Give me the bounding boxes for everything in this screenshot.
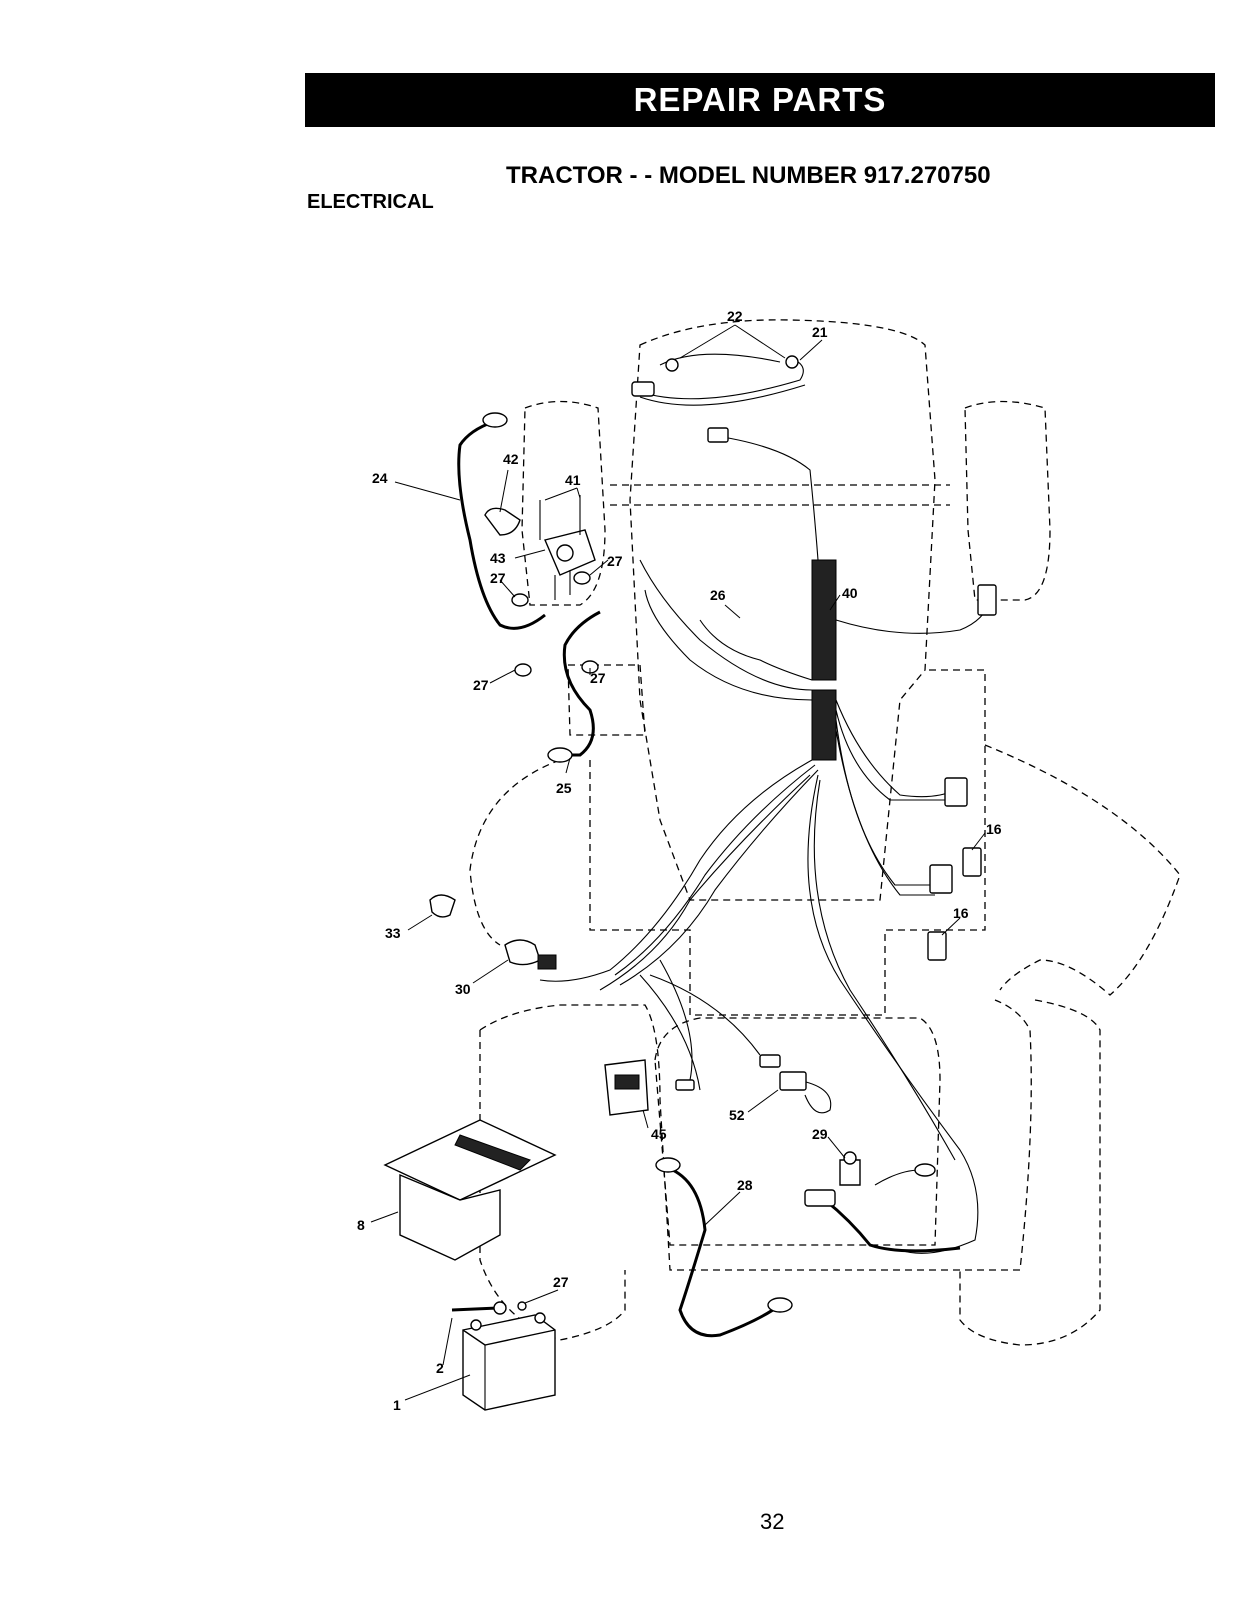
fender-right-outline (985, 745, 1180, 995)
solenoid-boot (485, 508, 520, 535)
cable-28-ring-lower (768, 1298, 792, 1312)
callout-28: 28 (737, 1177, 753, 1193)
hood-outline (630, 320, 935, 900)
callout-16-upper: 16 (986, 821, 1002, 837)
harness-sleeve-upper (812, 560, 836, 680)
fuse-block-face (615, 1075, 639, 1089)
callout-2: 2 (436, 1360, 444, 1376)
battery-tray-8 (385, 1120, 555, 1260)
callout-25: 25 (556, 780, 572, 796)
solenoid-terminal (557, 545, 573, 561)
callout-16-lower: 16 (953, 905, 969, 921)
cable-24-ring-terminal (483, 413, 507, 427)
callout-43: 43 (490, 550, 506, 566)
seat-switch-assembly (805, 1152, 960, 1251)
harness-connector-16-lower (930, 865, 952, 893)
callout-29: 29 (812, 1126, 828, 1142)
seat-outline (655, 1018, 940, 1245)
callout-1: 1 (393, 1397, 401, 1413)
callout-45: 45 (651, 1126, 667, 1142)
frame-outline (590, 670, 985, 1015)
headlight-bulb-right (786, 356, 798, 368)
front-left-wheel-outline (522, 402, 605, 606)
relay-upper (963, 848, 981, 876)
callout-27-b: 27 (607, 553, 623, 569)
seat-switch-connector (805, 1190, 835, 1206)
cable-28-ring-upper (656, 1158, 680, 1172)
seat-ring-terminal (915, 1164, 935, 1176)
harness-connector-16-upper (945, 778, 967, 806)
harness-terminal-b (676, 1080, 694, 1090)
ignition-connector (538, 955, 556, 969)
ground-cable-28 (656, 1158, 792, 1336)
callout-26: 26 (710, 587, 726, 603)
callout-8: 8 (357, 1217, 365, 1233)
cable-25-ring-terminal (548, 748, 572, 762)
battery-cables-front (459, 413, 600, 762)
callout-30: 30 (455, 981, 471, 997)
main-wire-harness (540, 428, 996, 1253)
harness-connector-right (978, 585, 996, 615)
callout-27-e: 27 (553, 1274, 569, 1290)
callout-27-a: 27 (490, 570, 506, 586)
front-right-wheel-outline (965, 402, 1050, 601)
callout-52: 52 (729, 1107, 745, 1123)
fuse-block-45 (605, 1060, 648, 1115)
ignition-key (430, 895, 455, 917)
headlight-harness (632, 354, 805, 405)
harness-connector-top (708, 428, 728, 442)
rear-left-wheel-outline (480, 1030, 625, 1340)
callout-41: 41 (565, 472, 581, 488)
battery-1 (452, 1302, 555, 1410)
rear-right-wheel-outline (960, 1000, 1100, 1345)
callout-27-c: 27 (473, 677, 489, 693)
module-52 (780, 1072, 831, 1113)
headlight-connector (632, 382, 654, 396)
harness-sleeve-lower (812, 690, 836, 760)
callout-27-d: 27 (590, 670, 606, 686)
callout-42: 42 (503, 451, 519, 467)
ignition-switch (505, 940, 540, 965)
harness-terminal-a (760, 1055, 780, 1067)
callout-21: 21 (812, 324, 828, 340)
module-52-body (780, 1072, 806, 1090)
headlight-bulb-left (666, 359, 678, 371)
callout-33: 33 (385, 925, 401, 941)
hex-nut-right (574, 572, 590, 584)
ignition-assembly (430, 895, 556, 969)
hex-nut-lower-left (515, 664, 531, 676)
callout-40: 40 (842, 585, 858, 601)
battery-bolt (452, 1308, 498, 1310)
page-number: 32 (760, 1509, 784, 1535)
callout-22: 22 (727, 308, 743, 324)
relay-lower (928, 932, 946, 960)
callout-24: 24 (372, 470, 388, 486)
front-axle-outline (610, 485, 950, 505)
fender-left-outline (470, 760, 560, 945)
